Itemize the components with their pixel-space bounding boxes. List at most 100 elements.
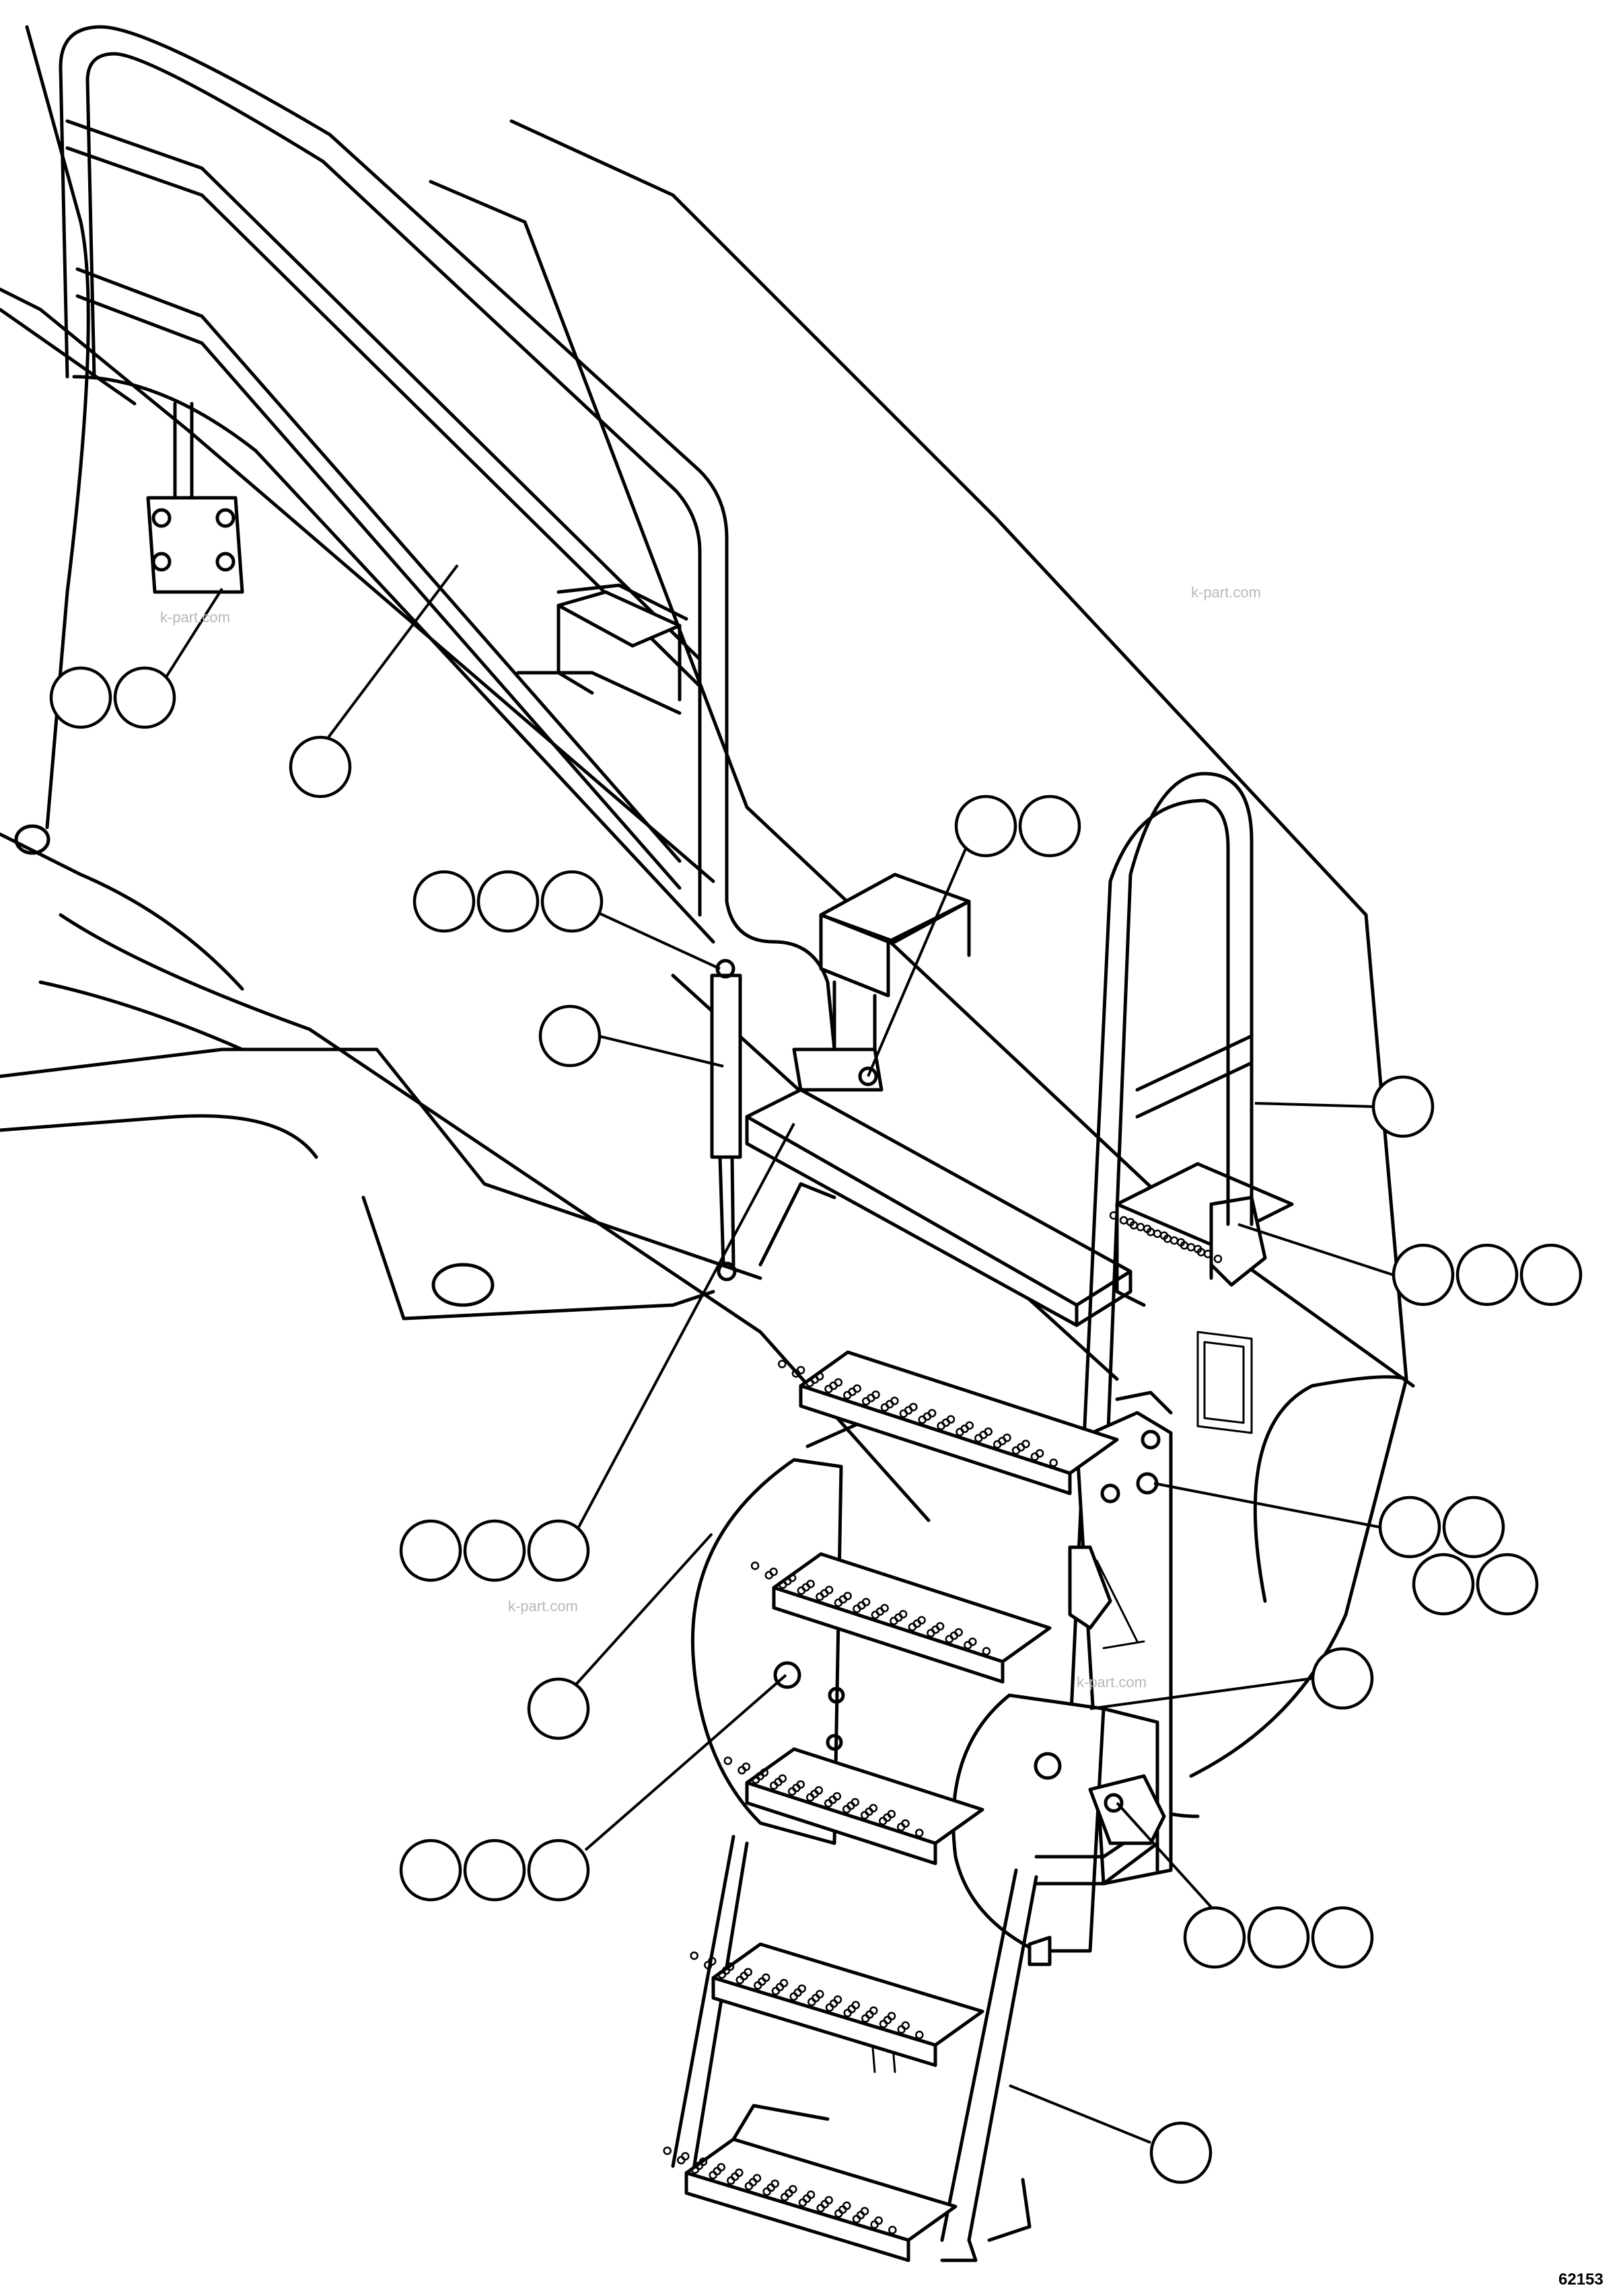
balloons-gas-strut — [538, 1004, 724, 1068]
balloons-ladder-frame — [1009, 2084, 1213, 2184]
tread-hole — [901, 2021, 910, 2030]
tread-hole — [853, 1384, 861, 1393]
tread-hole — [815, 1372, 824, 1381]
tread-hole — [874, 2216, 883, 2225]
figure-number: 62153 — [1558, 2270, 1604, 2289]
tread-hole — [744, 1968, 752, 1976]
tread-hole — [681, 2152, 690, 2161]
tread-hole — [690, 1951, 698, 1960]
tread-hole — [887, 1810, 896, 1818]
tread-hole — [843, 1592, 852, 1600]
watermark-top-right: k-part.com — [1191, 584, 1261, 601]
tread-hole — [842, 2201, 851, 2211]
tread-hole — [946, 1415, 956, 1424]
tread-hole — [796, 1780, 805, 1789]
gas-strut — [710, 959, 742, 1282]
tread-hole — [814, 1786, 824, 1795]
tread-hole — [890, 1397, 899, 1405]
tread-hole — [1136, 1222, 1145, 1232]
tread-hole — [750, 1561, 760, 1570]
tread-hole — [834, 1378, 843, 1387]
balloons-strut-mount — [399, 1123, 795, 1582]
tread-hole — [717, 2163, 725, 2172]
tread-hole — [797, 1984, 806, 1993]
tread-hole — [861, 1598, 871, 1606]
balloons-handrail — [289, 564, 459, 799]
tread-hole — [779, 1978, 789, 1988]
tread-hole — [760, 1768, 769, 1777]
tread-hole — [927, 1409, 937, 1417]
tread-hole — [769, 1567, 778, 1576]
tread-hole — [698, 2157, 708, 2166]
tread-hole — [917, 1616, 926, 1625]
tread-hole — [984, 1427, 993, 1436]
watermark-middle-right: k-part.com — [1077, 1674, 1147, 1691]
tread-hole — [824, 2196, 833, 2205]
tread-hole — [1003, 1434, 1011, 1442]
tread-hole — [832, 1791, 842, 1801]
tread-hole — [1176, 1238, 1186, 1247]
tread-hole — [1159, 1231, 1169, 1240]
tread-hole — [860, 2207, 869, 2216]
tread-hole — [871, 1391, 880, 1399]
tread-hole — [806, 1580, 815, 1588]
tread-hole — [887, 2011, 896, 2021]
tread-hole — [1153, 1229, 1162, 1238]
top-platform — [745, 1088, 1294, 1327]
tread-hole — [762, 1973, 770, 1983]
tread-hole — [1193, 1245, 1202, 1253]
tread-hole — [914, 1828, 924, 1837]
tread-hole — [833, 1995, 842, 2004]
tread-hole — [1126, 1218, 1135, 1226]
tread-hole — [752, 2174, 762, 2183]
tread-perforations — [663, 1211, 1223, 2235]
tread-hole — [770, 2179, 779, 2188]
tread-hole — [677, 2155, 686, 2165]
tread-hole — [968, 1637, 977, 1646]
tread-hole — [1143, 1224, 1152, 1233]
right-ladder-handrail — [1061, 772, 1254, 1886]
tread-hole — [915, 2030, 924, 2040]
tread-hole — [880, 1604, 889, 1613]
machine-body — [0, 25, 1415, 1818]
balloons-rail-pin — [412, 870, 721, 970]
tread-hole — [888, 2225, 897, 2235]
balloons-lower-bracket — [1116, 1802, 1374, 1969]
tread-hole — [725, 1962, 735, 1971]
tread-hole — [901, 1819, 910, 1828]
tread-hole — [1049, 1458, 1058, 1467]
balloons-ladder-rail — [527, 1532, 713, 1740]
watermark-middle-left: k-part.com — [508, 1598, 578, 1615]
tread-hole — [869, 1804, 878, 1813]
tread-hole — [869, 2006, 878, 2015]
tread-hole — [851, 1798, 860, 1807]
tread-hole — [723, 1756, 733, 1765]
balloons-pivot-bolt — [399, 1674, 787, 1902]
balloons-right-rail — [1254, 1075, 1435, 1138]
tread-hole — [1021, 1440, 1030, 1448]
tread-hole — [778, 1360, 787, 1368]
tread-hole — [708, 1957, 717, 1966]
tread-hole — [787, 1573, 797, 1582]
balloons-plate-bolts — [1153, 1482, 1539, 1616]
tread-hole — [778, 1774, 787, 1783]
balloons-right-bracket — [1237, 1223, 1583, 1306]
ladder-assembly — [671, 1391, 1173, 2262]
tread-hole — [824, 1586, 834, 1594]
ladder-treads — [684, 1350, 1119, 2262]
tread-hole — [816, 1990, 824, 1999]
callouts — [49, 564, 1583, 2184]
tread-hole — [789, 2185, 797, 2194]
tread-hole — [806, 2190, 816, 2199]
tread-hole — [982, 1647, 991, 1656]
tread-hole — [965, 1421, 974, 1430]
tread-hole — [1186, 1243, 1196, 1252]
tread-hole — [898, 1610, 908, 1619]
tread-hole — [1119, 1216, 1128, 1225]
tread-hole — [1203, 1249, 1213, 1259]
balloons-side-plate — [1089, 1647, 1374, 1710]
watermark-upper-left: k-part.com — [160, 609, 230, 626]
tread-hole — [909, 1403, 918, 1411]
tread-hole — [935, 1622, 945, 1631]
tread-hole — [1035, 1449, 1044, 1458]
